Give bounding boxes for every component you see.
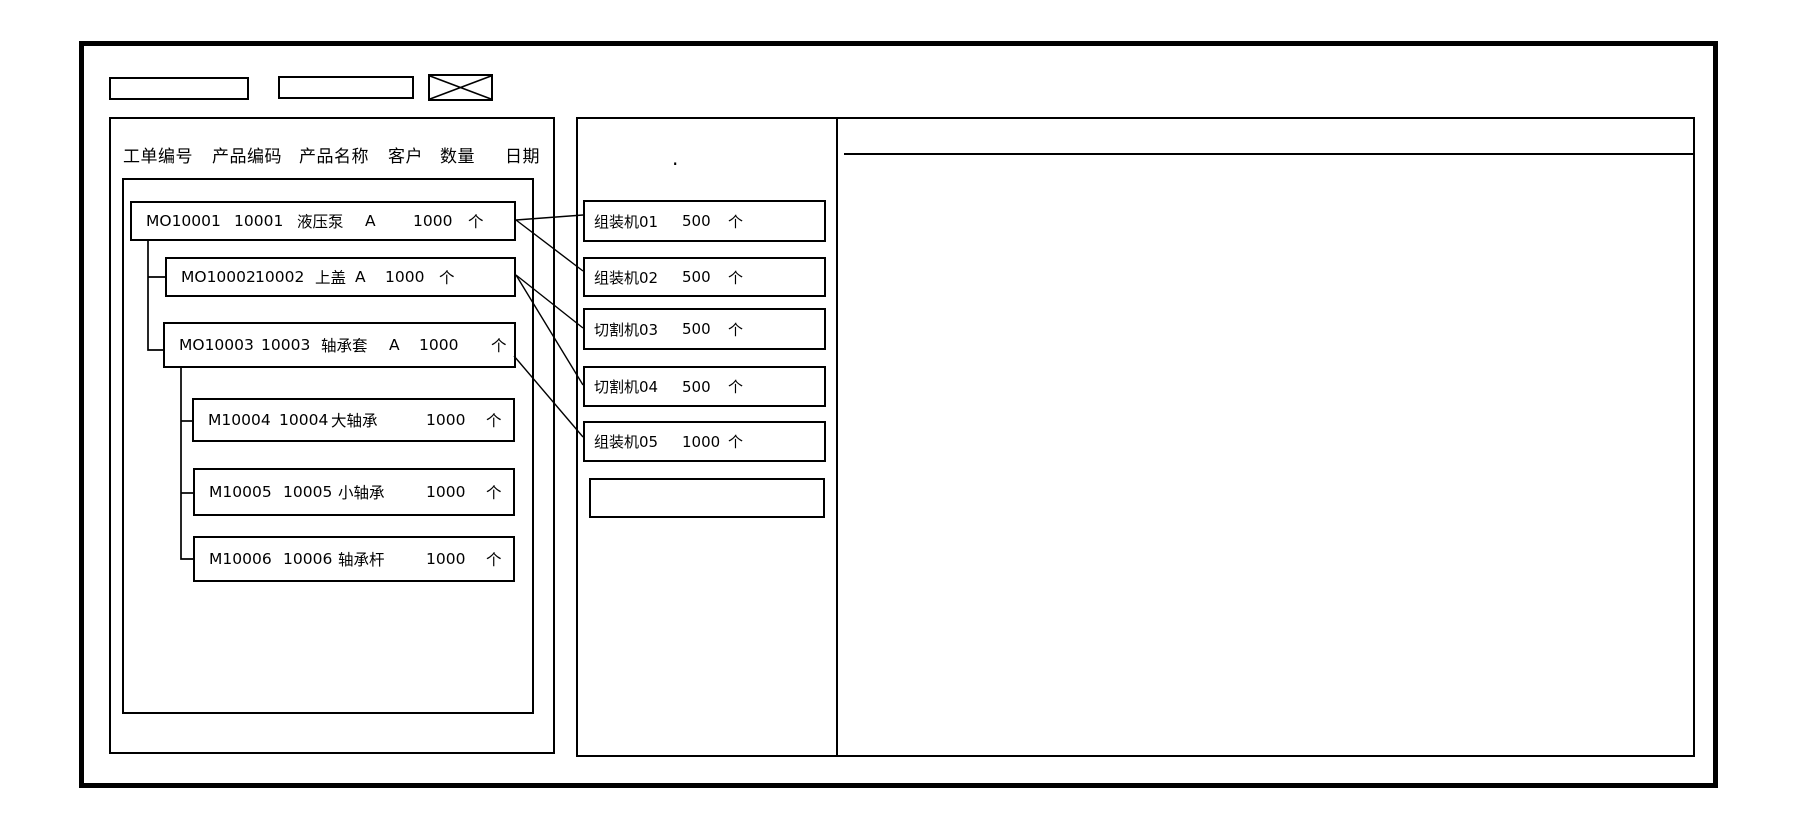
machine-name: 切割机04 [594,378,659,396]
product-code: 10001 [234,212,284,230]
customer: A [389,336,400,354]
order-no: M10004 [208,411,271,429]
detail-header-line [844,153,1693,155]
qty: 1000 [426,483,466,501]
machine-name: 组装机05 [594,433,659,451]
unit: 个 [486,484,502,502]
unit: 个 [468,213,484,231]
qty: 1000 [419,336,459,354]
product-code: 10005 [283,483,333,501]
product-code: 10004 [279,411,329,429]
machine-box-02[interactable]: 组装机02 500 个 [583,257,826,297]
machine-unit: 个 [728,268,744,287]
customer: A [355,268,366,286]
unit: 个 [491,337,507,355]
qty: 1000 [413,212,453,230]
stray-dot: . [672,146,679,170]
outer-frame [79,41,1718,788]
machine-name: 组装机01 [594,212,659,231]
product-name: 液压泵 [297,213,344,231]
machine-unit: 个 [728,378,744,396]
machine-qty: 500 [682,320,711,338]
product-name: 小轴承 [338,484,385,502]
machine-box-empty[interactable] [589,478,825,518]
qty: 1000 [426,411,466,429]
qty: 1000 [385,268,425,286]
customer: A [365,212,376,230]
col-product-code: 产品编码 [212,146,282,167]
order-no: MO10002 [181,268,256,286]
order-no: MO10001 [146,212,221,230]
product-name: 大轴承 [331,412,378,430]
order-no: M10006 [209,550,272,568]
toolbar-field-1[interactable] [109,77,249,100]
col-qty: 数量 [440,146,475,167]
machine-box-01[interactable]: 组装机01 500 个 [583,200,826,242]
order-row-mo10001[interactable]: MO10001 10001 液压泵 A 1000 个 [130,201,516,241]
order-no: M10005 [209,483,272,501]
machine-box-03[interactable]: 切割机03 500 个 [583,308,826,350]
product-code: 10003 [261,336,311,354]
machine-unit: 个 [728,212,744,231]
order-row-m10004[interactable]: M10004 10004 大轴承 1000 个 [192,398,515,442]
product-name: 轴承杆 [338,551,385,569]
machine-qty: 500 [682,268,711,286]
machine-box-04[interactable]: 切割机04 500 个 [583,366,826,407]
unit: 个 [439,269,455,287]
machine-qty: 1000 [682,432,721,451]
order-row-mo10002[interactable]: MO10002 10002 上盖 A 1000 个 [165,257,516,297]
order-row-m10005[interactable]: M10005 10005 小轴承 1000 个 [193,468,515,516]
machine-box-05[interactable]: 组装机05 1000 个 [583,421,826,462]
product-name: 轴承套 [321,337,368,355]
machine-name: 切割机03 [594,320,659,339]
product-name: 上盖 [315,269,347,287]
unit: 个 [486,412,502,430]
product-code: 10006 [283,550,333,568]
col-customer: 客户 [388,146,423,167]
orders-header-row: 工单编号 产品编码 产品名称 客户 数量 日期 [123,143,540,167]
product-code: 10002 [255,268,305,286]
machine-qty: 500 [682,212,711,230]
unit: 个 [486,551,502,569]
qty: 1000 [426,550,466,568]
order-row-m10006[interactable]: M10006 10006 轴承杆 1000 个 [193,536,515,582]
machine-unit: 个 [728,433,744,451]
col-order-no: 工单编号 [123,146,193,167]
col-date: 日期 [505,146,540,167]
machine-name: 组装机02 [594,268,659,287]
col-product-name: 产品名称 [299,146,369,167]
toolbar-field-2[interactable] [278,76,414,99]
image-placeholder-icon[interactable] [428,74,493,101]
panel-divider [836,119,838,755]
machine-qty: 500 [682,377,711,396]
order-row-mo10003[interactable]: MO10003 10003 轴承套 A 1000 个 [163,322,516,368]
order-no: MO10003 [179,336,254,354]
machine-unit: 个 [728,320,744,339]
